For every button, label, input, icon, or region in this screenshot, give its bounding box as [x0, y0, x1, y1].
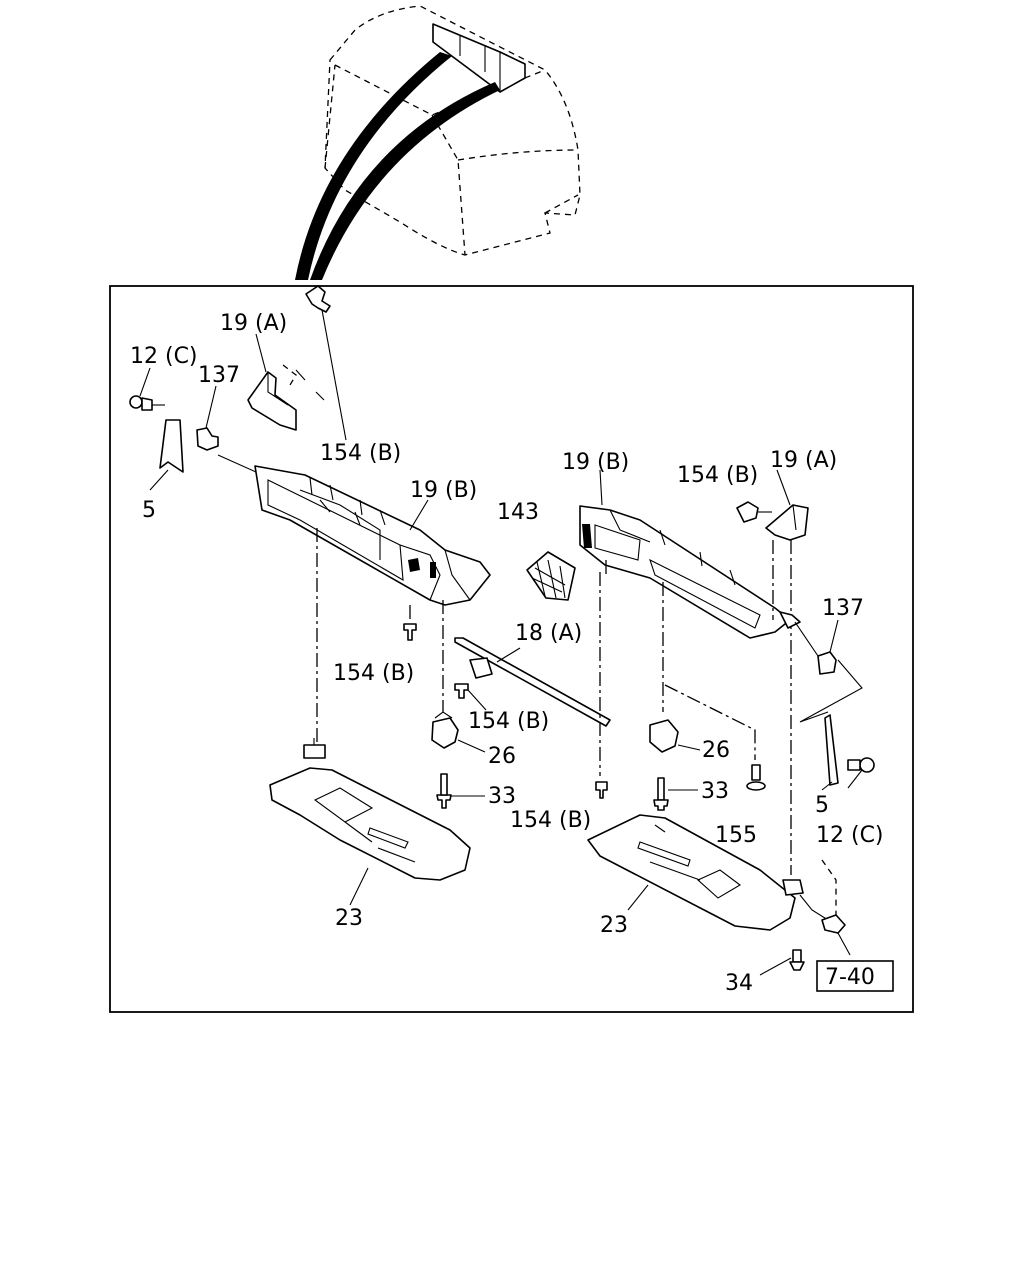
callout-12c-left: 12 (C): [130, 344, 198, 369]
callout-34: 34: [725, 971, 753, 996]
callout-154b-center: 154 (B): [468, 709, 549, 734]
detail-frame: [109, 285, 914, 1013]
callout-155: 155: [715, 823, 757, 848]
callout-5-left: 5: [142, 498, 156, 523]
callout-5-right: 5: [815, 793, 829, 818]
callout-33-right: 33: [701, 779, 729, 804]
callout-137-left: 137: [198, 363, 240, 388]
callout-18a: 18 (A): [515, 621, 582, 646]
callout-labels: 19 (A) 12 (C) 137 154 (B) 5 19 (B) 143 1…: [130, 311, 884, 996]
callout-19a-left: 19 (A): [220, 311, 287, 336]
right-sunvisor-assembly: [579, 501, 894, 992]
cab-outline: [295, 5, 581, 280]
callout-154b-right-top: 154 (B): [677, 463, 758, 488]
callout-154b-top: 154 (B): [320, 441, 401, 466]
callout-19a-right: 19 (A): [770, 448, 837, 473]
callout-19b-left: 19 (B): [410, 478, 477, 503]
callout-26-right: 26: [702, 738, 730, 763]
callout-26-left: 26: [488, 744, 516, 769]
callout-12c-right: 12 (C): [816, 823, 884, 848]
callout-137-right: 137: [822, 596, 864, 621]
callout-23-left: 23: [335, 906, 363, 931]
callout-154b-bottom: 154 (B): [510, 808, 591, 833]
callout-143: 143: [497, 500, 539, 525]
callout-23-right: 23: [600, 913, 628, 938]
callout-154b-left-mid: 154 (B): [333, 661, 414, 686]
callout-33-left: 33: [488, 784, 516, 809]
center-parts: [454, 551, 611, 799]
left-sunvisor-assembly: [129, 285, 491, 906]
callout-19b-right: 19 (B): [562, 450, 629, 475]
reference-7-40[interactable]: 7-40: [825, 965, 875, 990]
leader-lines: [139, 309, 863, 791]
